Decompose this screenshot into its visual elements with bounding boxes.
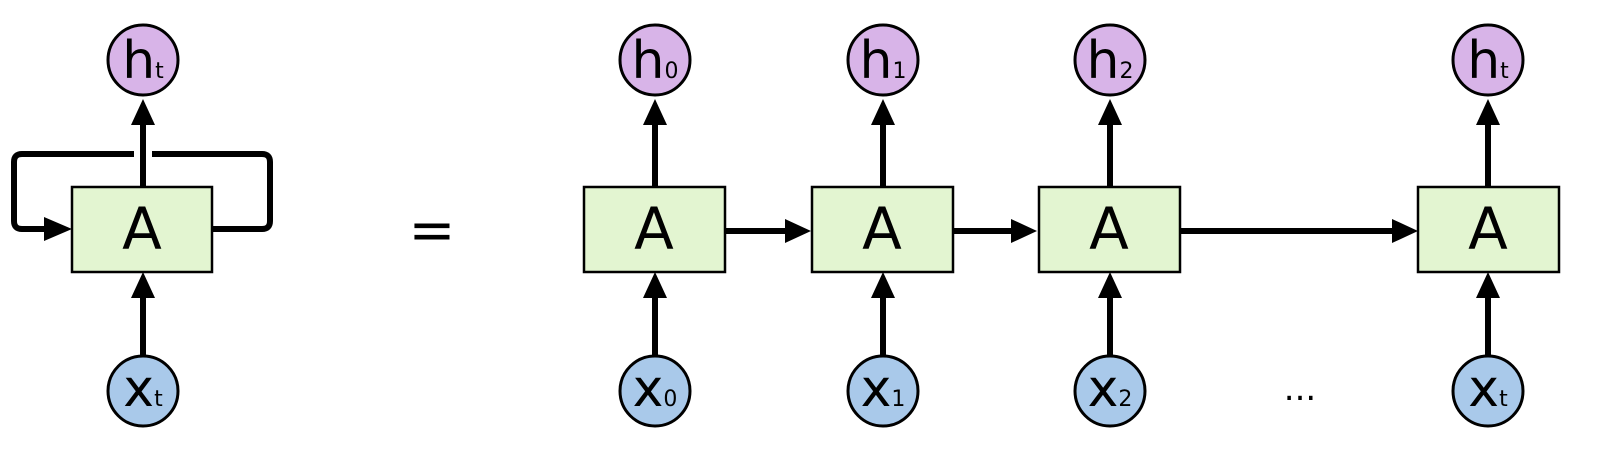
recurrent-loop-arrow	[152, 151, 273, 232]
input-node-xt	[1451, 354, 1525, 428]
rolled-rnn: A ht xt	[11, 23, 273, 428]
rnn-cell-label: A	[862, 195, 902, 263]
ellipsis: ...	[1284, 369, 1316, 409]
output-node-label: ht	[122, 31, 164, 91]
timestep-0: A h0 x0	[582, 23, 727, 428]
rnn-cell	[1416, 185, 1561, 274]
output-arrowhead	[131, 99, 155, 125]
input-arrowhead	[871, 272, 895, 298]
rnn-cell-label: A	[1468, 195, 1508, 263]
output-arrowhead	[1098, 99, 1122, 125]
input-arrowhead	[1098, 272, 1122, 298]
recurrent-loop-arrow-return	[11, 151, 134, 232]
input-node-label: x0	[633, 359, 678, 419]
rnn-cell	[1037, 185, 1182, 274]
unrolled-rnn: A h0 x0 A h1 x1	[582, 23, 1561, 428]
rnn-cell-label: A	[634, 195, 674, 263]
output-node-label: h1	[860, 31, 907, 91]
output-node-label: ht	[1467, 31, 1509, 91]
timestep-2: A h2 x2	[1037, 23, 1182, 428]
input-node-label: x2	[1088, 359, 1133, 419]
output-node-label: h2	[1087, 31, 1134, 91]
rnn-cell-label: A	[1089, 195, 1129, 263]
hidden-state-arrowhead-1-2	[1011, 219, 1037, 243]
output-arrowhead	[643, 99, 667, 125]
hidden-state-arrowhead-0-1	[785, 219, 811, 243]
recurrent-loop-arrowhead	[44, 217, 72, 241]
timestep-1: A h1 x1	[810, 23, 955, 428]
equals-sign: =	[409, 198, 456, 263]
hidden-state-arrowhead-2-t	[1392, 219, 1418, 243]
timestep-t: A ht xt	[1416, 23, 1561, 428]
input-node-xt	[106, 354, 180, 428]
input-node-label: x1	[861, 359, 906, 419]
rnn-cell	[810, 185, 955, 274]
output-node-label: h0	[632, 31, 679, 91]
output-arrowhead	[1476, 99, 1500, 125]
input-node-x1	[846, 354, 920, 428]
input-node-x0	[618, 354, 692, 428]
rnn-cell	[70, 185, 214, 274]
input-arrowhead	[1476, 272, 1500, 298]
input-arrowhead	[643, 272, 667, 298]
input-node-x2	[1073, 354, 1147, 428]
rnn-cell	[582, 185, 727, 274]
input-node-label: xt	[123, 359, 163, 419]
input-arrowhead	[131, 272, 155, 298]
output-node-h2	[1073, 23, 1147, 97]
output-node-ht	[1451, 23, 1525, 97]
output-node-h1	[846, 23, 920, 97]
output-node-ht	[106, 23, 180, 97]
output-node-h0	[618, 23, 692, 97]
output-arrowhead	[871, 99, 895, 125]
rnn-cell-label: A	[122, 195, 162, 263]
input-node-label: xt	[1468, 359, 1508, 419]
